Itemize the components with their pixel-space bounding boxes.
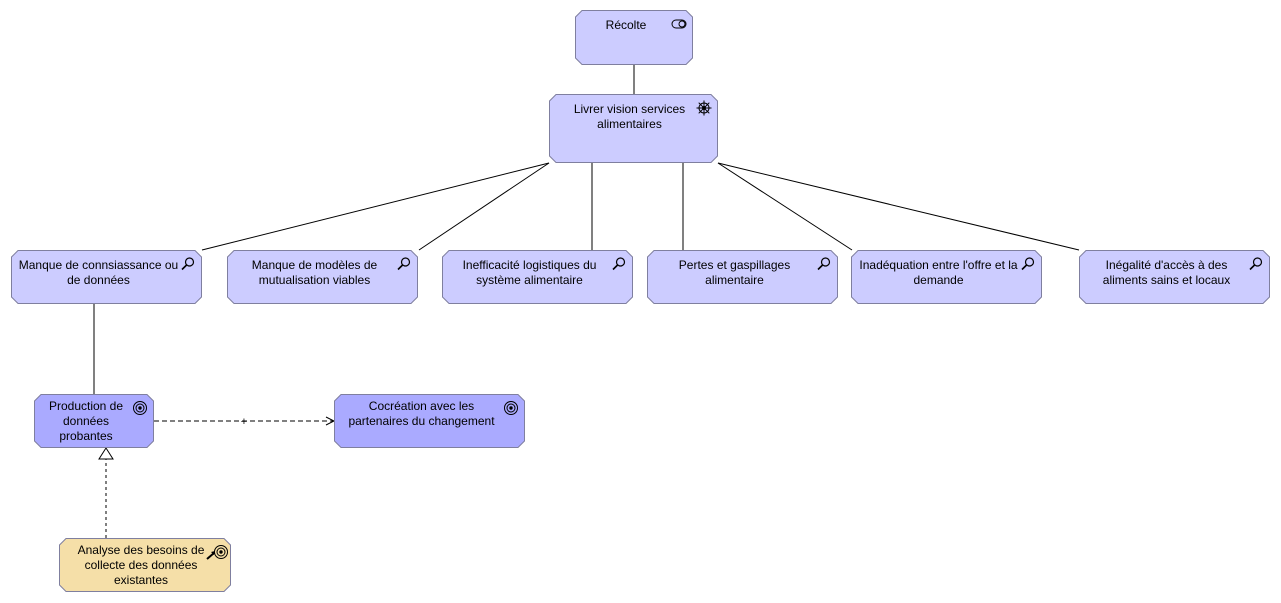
magnifier-icon [180, 256, 196, 272]
node-shape [549, 94, 718, 163]
node-outline [227, 250, 418, 304]
node-outline [647, 250, 838, 304]
node-outline [59, 538, 231, 592]
magnifier-icon [611, 256, 627, 272]
magnifier-icon [1248, 256, 1264, 272]
node-outline [549, 94, 718, 163]
node-analyse-besoins[interactable]: Analyse des besoins de collecte des donn… [59, 538, 231, 592]
node-shape [851, 250, 1042, 304]
target-icon [132, 400, 148, 416]
node-shape [334, 394, 525, 448]
node-label: Cocréation avec les partenaires du chang… [348, 399, 495, 428]
target-icon [503, 400, 519, 416]
helm-wheel-icon [696, 100, 712, 116]
influence-label: + [241, 416, 247, 428]
node-inefficacite[interactable]: Inefficacité logistiques du système alim… [442, 250, 633, 304]
node-manque-connaissance[interactable]: Manque de connsiassance ou de données [11, 250, 202, 304]
node-outline [442, 250, 633, 304]
magnifier-icon [1020, 256, 1036, 272]
magnifier-icon [816, 256, 832, 272]
node-shape [227, 250, 418, 304]
node-outline [34, 394, 154, 448]
edge-livrer-manque-connaissance [201, 162, 550, 251]
node-shape [1079, 250, 1270, 304]
node-outline [1079, 250, 1270, 304]
node-outline [334, 394, 525, 448]
node-manque-modeles[interactable]: Manque de modèles de mutualisation viabl… [227, 250, 418, 304]
node-label: Récolte [605, 18, 647, 32]
node-label: Manque de modèles de mutualisation viabl… [251, 258, 378, 287]
edge-livrer-manque-modeles [418, 162, 550, 251]
edge-livrer-inadequation [717, 162, 853, 251]
node-label: Pertes et gaspillages alimentaire [678, 258, 791, 287]
node-recolte[interactable]: Récolte [575, 10, 693, 65]
node-shape [11, 250, 202, 304]
node-shape [34, 394, 154, 448]
node-outline [851, 250, 1042, 304]
node-inegalite[interactable]: Inégalité d'accès à des aliments sains e… [1079, 250, 1270, 304]
node-outline [11, 250, 202, 304]
node-label: Livrer vision services alimentaires [573, 102, 686, 131]
node-label: Inadéquation entre l'offre et la demande [859, 258, 1018, 287]
node-shape [442, 250, 633, 304]
magnifier-icon [396, 256, 412, 272]
node-shape [647, 250, 838, 304]
node-livrer-vision[interactable]: Livrer vision services alimentaires [549, 94, 718, 163]
node-production-donnees[interactable]: Production de données probantes [34, 394, 154, 448]
node-label: Inefficacité logistiques du système alim… [462, 258, 597, 287]
node-cocreation[interactable]: Cocréation avec les partenaires du chang… [334, 394, 525, 448]
node-inadequation[interactable]: Inadéquation entre l'offre et la demande [851, 250, 1042, 304]
node-label: Production de données probantes [48, 399, 124, 443]
realization-arrowhead [98, 447, 114, 460]
goal-work-icon [205, 544, 229, 560]
node-label: Inégalité d'accès à des aliments sains e… [1102, 258, 1231, 287]
node-label: Manque de connsiassance ou de données [18, 258, 179, 287]
node-pertes[interactable]: Pertes et gaspillages alimentaire [647, 250, 838, 304]
node-label: Analyse des besoins de collecte des donn… [77, 543, 205, 587]
edge-livrer-inegalite [717, 162, 1080, 251]
node-shape [59, 538, 231, 592]
node-shape [575, 10, 693, 65]
toggle-icon [671, 16, 687, 32]
node-outline [575, 10, 693, 65]
